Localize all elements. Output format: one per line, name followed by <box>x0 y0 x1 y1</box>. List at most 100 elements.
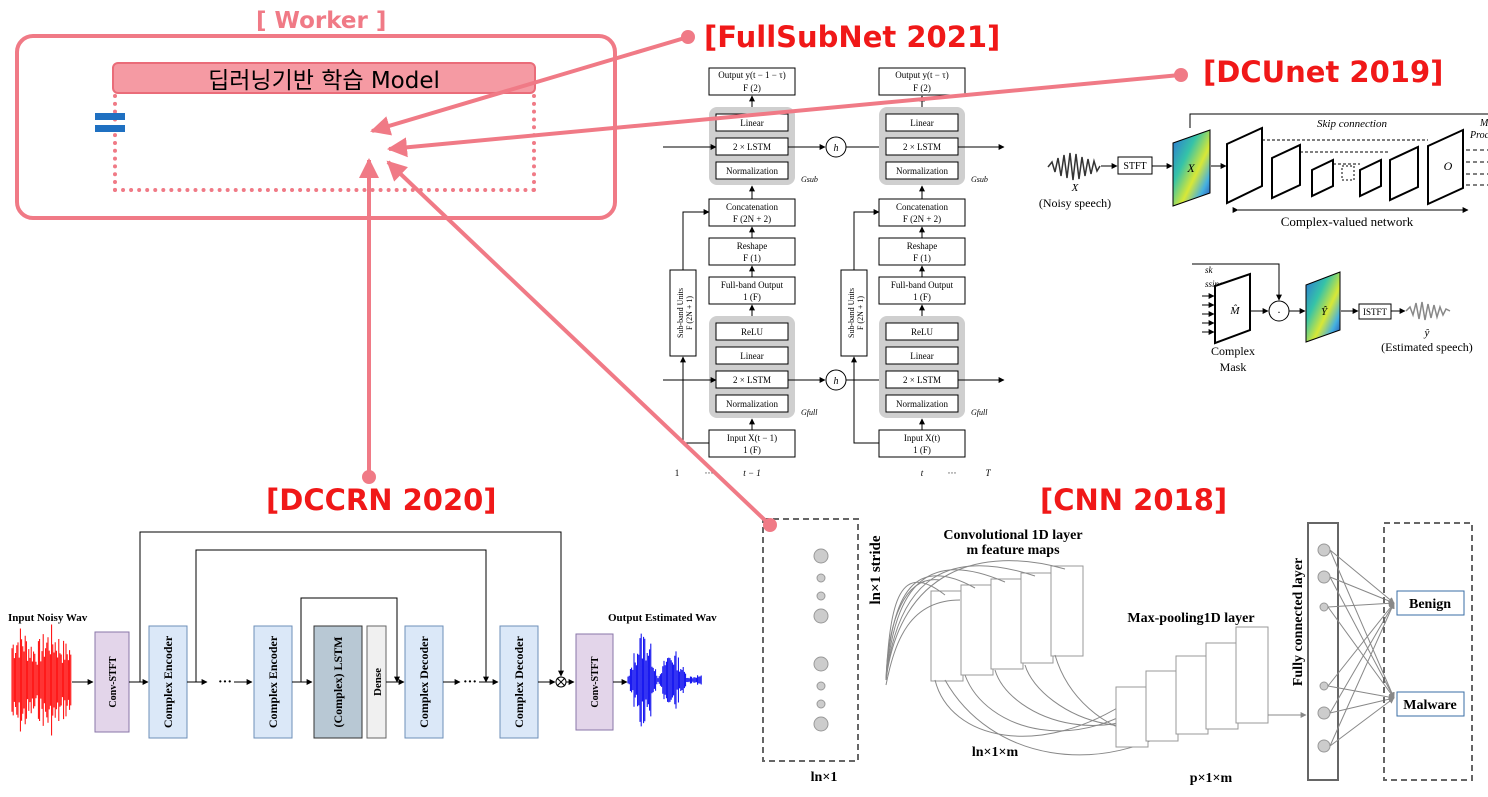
fs-concat-dim-1: F (2N + 2) <box>733 214 771 224</box>
fs-subband-1: Sub-band Units <box>676 288 685 338</box>
cnn-input-dim: ln×1 <box>811 770 838 785</box>
cnn-diagram: ln×1 stride ln×1 Convolutional 1D layer … <box>762 518 1473 786</box>
dcu-complex-mask-1: Complex <box>1211 344 1255 358</box>
dcu-mask-partial-1: sk <box>1205 265 1214 275</box>
fs-time-5: ··· <box>948 468 957 478</box>
fs-relu-2: ReLU <box>911 327 933 337</box>
fs-subband-2: Sub-band Units <box>847 288 856 338</box>
connector-arrows <box>359 35 1181 527</box>
dcu-o-label: O <box>1444 159 1453 173</box>
fs-h-bottom: h <box>834 376 839 387</box>
dccrn-lstm: (Complex) LSTM <box>331 637 345 728</box>
fs-norm-3: Normalization <box>896 166 948 176</box>
cnn-maxpool-layer: Max-pooling1D layer <box>1127 611 1254 626</box>
dcu-noisy-x: X <box>1071 182 1080 194</box>
worker-label: [ Worker ] <box>250 8 393 34</box>
cnn-feature-maps: m feature maps <box>966 543 1060 558</box>
fs-reshape-dim-2: F (1) <box>913 253 931 263</box>
fs-fullband-dim-2: 1 (F) <box>913 292 931 302</box>
fs-fullband-1: Full-band Output <box>721 280 784 290</box>
cnn-input-stride: ln×1 stride <box>868 535 884 604</box>
dcu-y-hat: ŷ <box>1424 327 1430 339</box>
fs-input-right: Input X(t) <box>904 433 940 443</box>
dcu-x-label: X <box>1186 161 1195 175</box>
fs-lstm-2: 2 × LSTM <box>733 375 771 385</box>
cnn-title: [CNN 2018] <box>1040 483 1228 517</box>
cnn-maxpool-dim: p×1×m <box>1190 771 1233 786</box>
cnn-conv-dim: ln×1×m <box>972 745 1019 760</box>
fs-relu-1: ReLU <box>741 327 763 337</box>
dccrn-input-label: Input Noisy Wav <box>8 612 88 624</box>
fs-norm-2: Normalization <box>726 399 778 409</box>
output-estimated-wave <box>627 633 702 727</box>
fs-gsub-1: Gsub <box>801 175 818 184</box>
dcu-noisy-speech: (Noisy speech) <box>1039 196 1111 210</box>
dcunet-title: [DCUnet 2019] <box>1203 55 1444 89</box>
dccrn-output-label: Output Estimated Wav <box>608 612 717 624</box>
fs-fullband-2: Full-band Output <box>891 280 954 290</box>
fs-output-right: Output y(t − τ) <box>895 70 948 80</box>
estimated-wave <box>1405 301 1451 321</box>
dccrn-encoder-1: Complex Encoder <box>161 635 175 728</box>
dccrn-encoder-2: Complex Encoder <box>266 635 280 728</box>
fullsubnet-connector-dot <box>681 30 695 44</box>
fs-fullband-dim-1: 1 (F) <box>743 292 761 302</box>
equals-icon <box>95 113 125 135</box>
fs-lstm-3: 2 × LSTM <box>903 142 941 152</box>
fs-reshape-2: Reshape <box>907 241 938 251</box>
fs-h-top: h <box>834 143 839 154</box>
model-slot <box>113 94 536 192</box>
fs-linear-1: Linear <box>740 118 763 128</box>
dcu-m-hat: M̂ <box>1229 304 1240 317</box>
dcu-dot: · <box>1277 305 1281 319</box>
dccrn-ellipsis-1: ··· <box>218 675 232 690</box>
dcu-cut-2: Proc <box>1469 130 1488 141</box>
cnn-malware: Malware <box>1403 698 1456 713</box>
fs-gsub-2: Gsub <box>971 175 988 184</box>
dcu-skip: Skip connection <box>1317 118 1387 130</box>
fs-time-2: ··· <box>705 468 714 478</box>
fs-subband-dim-1: F (2N + 1) <box>685 296 694 330</box>
fs-time-3: t − 1 <box>743 468 761 478</box>
fs-output-left-dim: F (2) <box>743 83 761 93</box>
fs-input-left: Input X(t − 1) <box>727 433 777 443</box>
fs-input-right-dim: 1 (F) <box>913 445 931 455</box>
dccrn-ellipsis-2: ··· <box>463 675 477 690</box>
dcu-estimated: (Estimated speech) <box>1381 340 1473 354</box>
dccrn-decoder-2: Complex Decoder <box>512 636 526 728</box>
dcu-cut-1: M <box>1479 118 1488 129</box>
fs-concat-2: Concatenation <box>896 202 948 212</box>
fs-input-left-dim: 1 (F) <box>743 445 761 455</box>
input-noisy-wave <box>11 624 72 736</box>
fs-gfull-1: Gfull <box>801 408 818 417</box>
dccrn-decoder-1: Complex Decoder <box>417 636 431 728</box>
dcu-mask-partial-2: ssing <box>1205 279 1224 289</box>
fs-output-right-dim: F (2) <box>913 83 931 93</box>
dcu-complex-mask-2: Mask <box>1220 360 1247 374</box>
fs-subband-dim-2: F (2N + 1) <box>856 296 865 330</box>
dcu-network: Complex-valued network <box>1281 214 1414 229</box>
dccrn-conv-stft-1: Conv-STFT <box>108 656 119 707</box>
dcu-y-hat-label: Ŷ <box>1321 306 1329 318</box>
cnn-conv-layer: Convolutional 1D layer <box>943 528 1082 543</box>
dcu-istft: ISTFT <box>1363 307 1388 317</box>
fs-reshape-1: Reshape <box>737 241 768 251</box>
dcunet-diagram: X (Noisy speech) STFT X Skip connection … <box>1039 113 1488 374</box>
fs-norm-1: Normalization <box>726 166 778 176</box>
cnn-connector-dot <box>763 518 777 532</box>
dccrn-dense: Dense <box>372 668 384 696</box>
fs-lstm-4: 2 × LSTM <box>903 375 941 385</box>
dcunet-connector-dot <box>1174 68 1188 82</box>
fs-concat-dim-2: F (2N + 2) <box>903 214 941 224</box>
dccrn-conv-stft-2: Conv-STFT <box>590 656 601 707</box>
fs-time-1: 1 <box>675 468 680 478</box>
dccrn-title: [DCCRN 2020] <box>266 483 497 517</box>
noisy-wave <box>1047 152 1101 181</box>
fs-linear-4: Linear <box>910 351 933 361</box>
fs-gfull-2: Gfull <box>971 408 988 417</box>
dccrn-connector-dot <box>362 470 376 484</box>
fs-linear-3: Linear <box>910 118 933 128</box>
fs-linear-2: Linear <box>740 351 763 361</box>
cnn-benign: Benign <box>1409 597 1451 612</box>
